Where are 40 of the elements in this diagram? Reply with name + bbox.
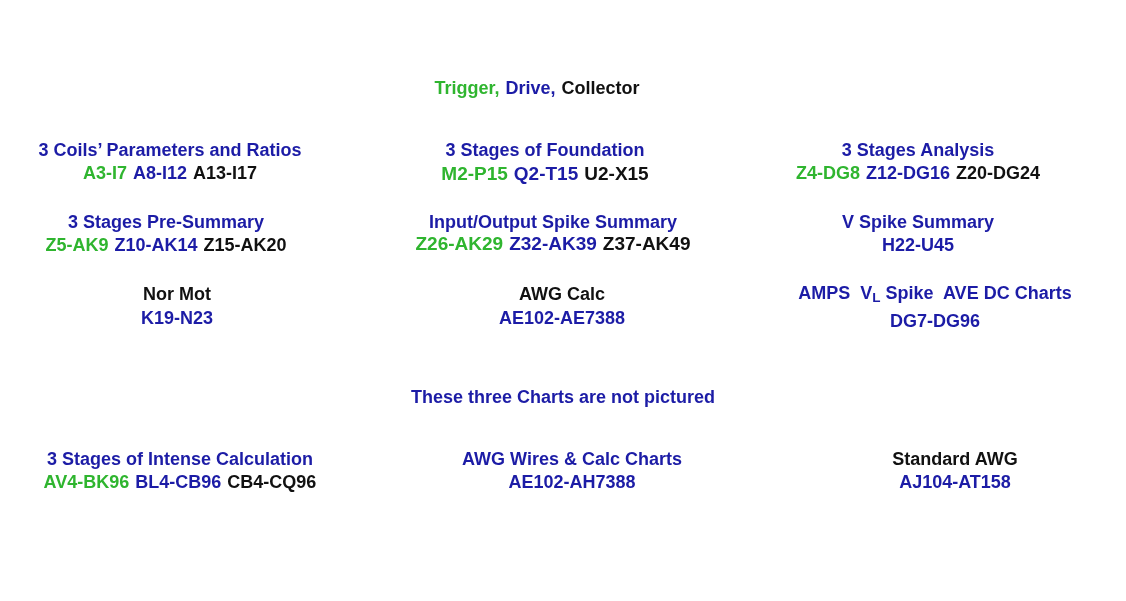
cell-range: AE102-AE7388 xyxy=(498,306,626,330)
cell-range: U2-X15 xyxy=(584,162,649,186)
note-text: These three Charts are not pictured xyxy=(410,385,716,409)
cell-range: Z37-AK49 xyxy=(602,232,691,256)
heading-text: Trigger, xyxy=(434,76,500,100)
cell-range: K19-N23 xyxy=(141,306,213,330)
section-heading: AMPS V$_{L}$ Spike AVE DC Charts xyxy=(798,281,1072,305)
cell-range: A3-I7 xyxy=(82,161,127,185)
cell-range: Z5-AK9 xyxy=(45,233,109,257)
cell-range: Z15-AK20 xyxy=(203,233,287,257)
section-heading: 3 Coils’ Parameters and Ratios xyxy=(38,138,302,162)
cell-range: DG7-DG96 xyxy=(890,309,980,333)
cell-range: Q2-T15 xyxy=(513,162,579,186)
cell-range: A8-I12 xyxy=(132,161,187,185)
cell-range: Z32-AK39 xyxy=(509,232,597,256)
cell-range: BL4-CB96 xyxy=(135,470,222,494)
cell-range: H22-U45 xyxy=(882,233,954,257)
heading-text: Collector xyxy=(561,76,640,100)
section-heading: 3 Stages Pre-Summary xyxy=(67,210,265,234)
section-heading: 3 Stages of Intense Calculation xyxy=(46,447,314,471)
section-heading: Standard AWG xyxy=(892,447,1018,471)
cell-range: AJ104-AT158 xyxy=(899,470,1011,494)
cell-range: Z10-AK14 xyxy=(114,233,198,257)
cell-range: Z4-DG8 xyxy=(795,161,860,185)
cell-range: CB4-CQ96 xyxy=(227,470,317,494)
cell-range: Z26-AK29 xyxy=(415,232,504,256)
cell-range: A13-I17 xyxy=(193,161,258,185)
cell-range: M2-P15 xyxy=(441,162,508,186)
section-heading: 3 Stages of Foundation xyxy=(445,138,645,162)
cell-range: AV4-BK96 xyxy=(43,470,130,494)
section-heading: AWG Wires & Calc Charts xyxy=(462,447,682,471)
section-heading: Nor Mot xyxy=(143,282,211,306)
heading-text: Drive, xyxy=(505,76,556,100)
cell-range: Z12-DG16 xyxy=(865,161,950,185)
section-heading: Input/Output Spike Summary xyxy=(429,210,677,234)
section-heading: AWG Calc xyxy=(519,282,605,306)
section-heading: 3 Stages Analysis xyxy=(841,138,995,162)
section-heading: V Spike Summary xyxy=(841,210,995,234)
cell-range: AE102-AH7388 xyxy=(508,470,636,494)
cell-range: Z20-DG24 xyxy=(956,161,1041,185)
